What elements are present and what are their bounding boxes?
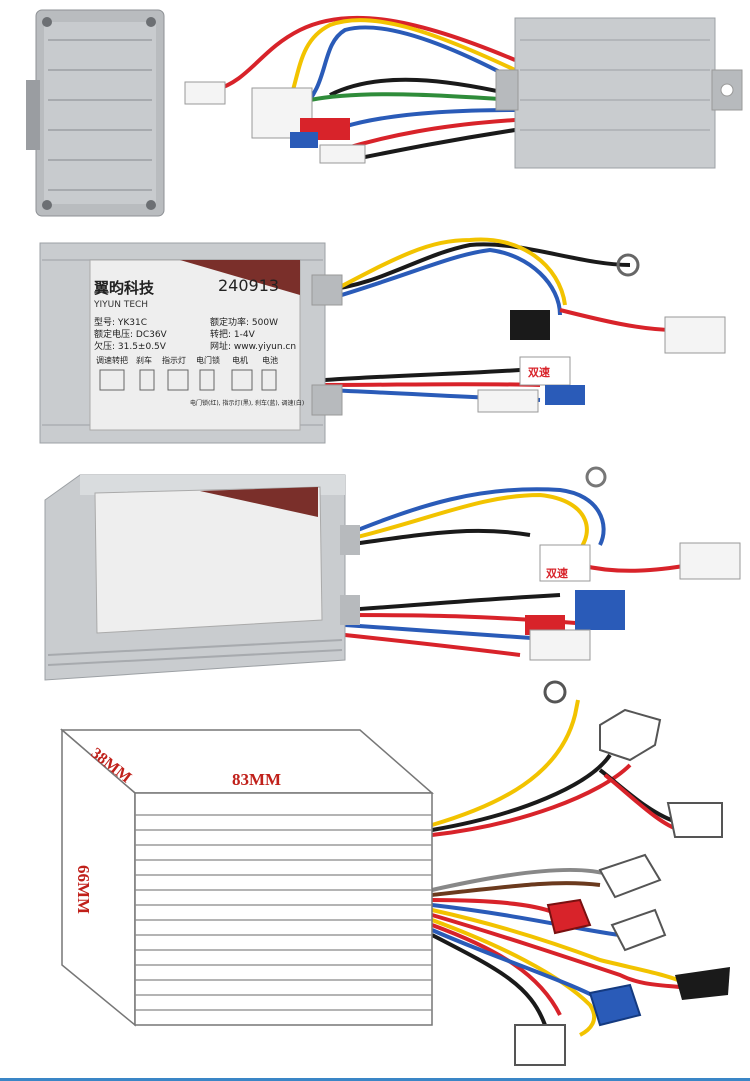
section-battery: 电池 [262, 355, 278, 365]
bottom-accent-line [0, 1078, 750, 1081]
section-motor: 电机 [232, 355, 248, 365]
pin-diagram [99, 369, 277, 391]
section-indicator: 指示灯 [162, 355, 186, 365]
drawing-connectors [514, 680, 730, 1066]
section-throttle: 调速转把 [96, 355, 128, 365]
drawing-wires [431, 699, 691, 1037]
dimension-drawing: 38MM 83MM 66MM [0, 675, 750, 1075]
footer-note: 电门锁(红), 指示灯(黑), 刹车(蓝), 调速(白) [190, 399, 304, 407]
photo-controller-labeled: 翼昀科技 YIYUN TECH 240913 型号: YK31C 额定电压: D… [0, 235, 750, 465]
dim-length: 83MM [232, 770, 281, 789]
controller-housing-top [495, 17, 743, 169]
website-text: 网址: www.yiyun.cn [210, 340, 296, 352]
connectors-top-view [184, 81, 366, 164]
stamp-code: 240913 [218, 276, 279, 295]
tag-dual-speed-2: 双速 [546, 566, 568, 580]
photo-controller-side-and-top [26, 9, 743, 217]
rated-voltage-text: 额定电压: DC36V [94, 328, 168, 340]
fin-lines [135, 814, 432, 1011]
rated-power-text: 额定功率: 500W [210, 316, 278, 328]
controller-side-view [26, 9, 165, 217]
section-brake: 刹车 [136, 355, 152, 365]
section-keylock: 电门锁 [196, 355, 220, 365]
brand-en: YIYUN TECH [93, 300, 148, 310]
throttle-text: 转把: 1-4V [210, 328, 256, 340]
brand-cn: 翼昀科技 [93, 279, 155, 297]
tag-dual-speed: 双速 [528, 365, 550, 379]
photo-controller-perspective: 双速 [0, 465, 750, 690]
wires-perspective [344, 487, 691, 657]
model-text: 型号: YK31C [94, 317, 147, 328]
box-outline [59, 728, 434, 1027]
undervoltage-text: 欠压: 31.5±0.5V [94, 340, 167, 352]
dim-height: 66MM [74, 865, 93, 914]
wires-labeled [324, 237, 676, 402]
controller-top-view [214, 15, 516, 160]
